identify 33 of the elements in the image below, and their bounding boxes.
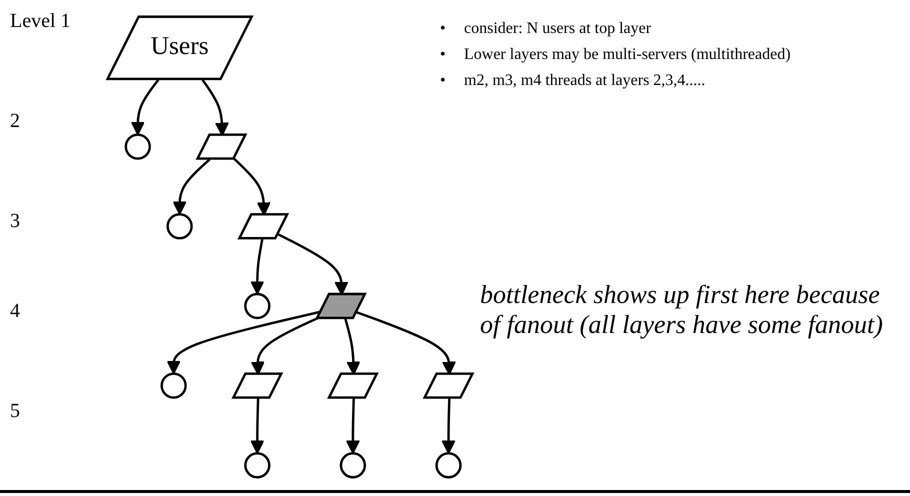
arrow xyxy=(442,398,456,454)
bullet-note: m2, m3, m4 threads at layers 2,3,4..... xyxy=(464,72,706,90)
annotation-text: bottleneck shows up first here because of fanout (all layers have some fanout) xyxy=(480,280,884,340)
node-parallelogram xyxy=(422,372,474,399)
level-label: 3 xyxy=(10,210,20,233)
node-parallelogram xyxy=(196,133,248,160)
node-parallelogram xyxy=(237,213,290,240)
bullet-mark: • xyxy=(440,46,447,64)
node-circle xyxy=(340,452,366,478)
bullet-note: Lower layers may be multi-servers (multithreaded) xyxy=(464,46,791,64)
arrow xyxy=(250,398,264,454)
bullet-note: consider: N users at top layer xyxy=(464,20,652,38)
arrow xyxy=(130,78,160,136)
arrow xyxy=(166,310,322,374)
level-label: 4 xyxy=(10,300,20,323)
level-label: Level 1 xyxy=(10,10,71,33)
arrow xyxy=(346,398,360,454)
bullet-mark: • xyxy=(440,20,447,38)
arrow xyxy=(172,158,210,215)
node-parallelogram xyxy=(327,372,379,399)
node-circle xyxy=(160,372,187,399)
arrow xyxy=(250,238,264,295)
node-circle xyxy=(244,292,270,320)
arrow xyxy=(278,233,348,296)
node-parallelogram xyxy=(231,372,284,399)
bullet-mark: • xyxy=(440,72,447,90)
node-circle xyxy=(435,452,462,478)
node-circle xyxy=(244,452,270,478)
node-circle xyxy=(166,213,193,240)
node-parallelogram xyxy=(315,292,367,320)
level-label: 2 xyxy=(10,110,20,133)
node-circle xyxy=(124,133,151,160)
level-label: 5 xyxy=(10,400,20,423)
